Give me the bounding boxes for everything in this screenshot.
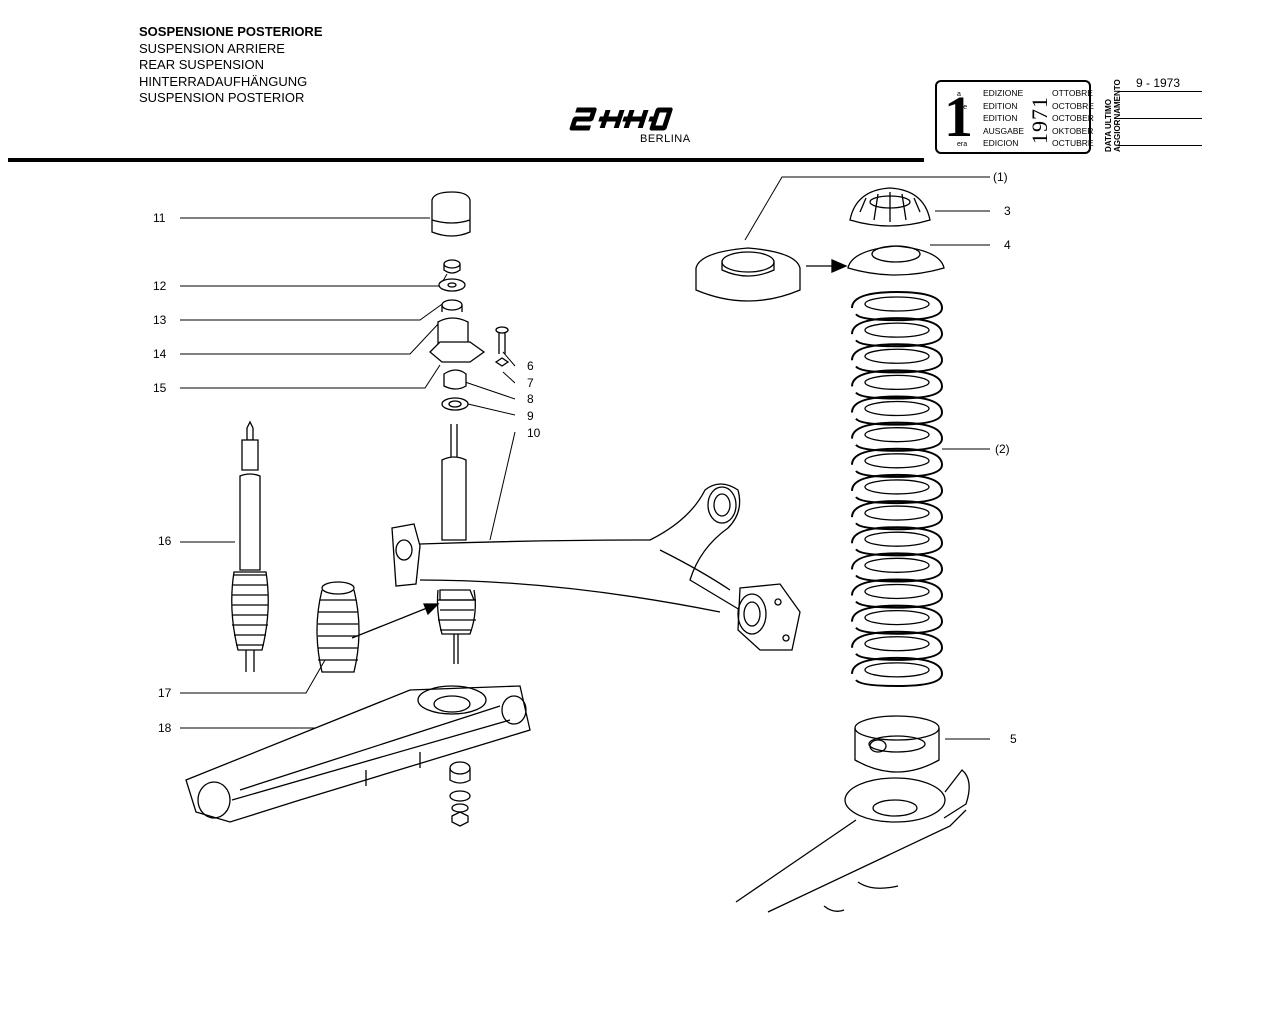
- callout-2: (2): [995, 442, 1010, 456]
- edition-label: EDICION: [983, 138, 1019, 148]
- callout-13: 13: [153, 313, 167, 327]
- part-11-cap: [431, 191, 471, 237]
- part-5-lower-insulator: [854, 715, 940, 773]
- edition-suffix: ere: [957, 104, 968, 111]
- title-block: SOSPENSIONE POSTERIORE SUSPENSION ARRIER…: [139, 24, 323, 107]
- edition-month: OCTUBRE: [1052, 138, 1094, 148]
- spring-coil-inner: [864, 557, 930, 573]
- assembly-arrow: [351, 605, 433, 639]
- edition-months: OTTOBRE OCTOBRE OCTOBER OKTOBER OCTUBRE: [1052, 87, 1094, 150]
- callout-10: 10: [527, 426, 541, 440]
- part-10-shock-absorber: [436, 424, 476, 664]
- spring-coil-inner: [864, 374, 930, 391]
- title-english: REAR SUSPENSION: [139, 57, 264, 72]
- part-4-upper-seat: [847, 245, 945, 276]
- part-13-washer: [438, 278, 466, 292]
- spring-coil-inner: [864, 505, 930, 521]
- part-1-spring-seat: [695, 247, 801, 302]
- edition-month: OKTOBER: [1052, 125, 1094, 136]
- spring-coil: [851, 656, 944, 688]
- edition-month: OCTOBRE: [1052, 100, 1094, 111]
- edition-label: EDIZIONE: [983, 88, 1024, 98]
- title-french: SUSPENSION ARRIERE: [139, 40, 285, 56]
- spring-coil-inner: [864, 662, 930, 678]
- update-date: 9 - 1973: [1136, 76, 1181, 90]
- spring-coil-inner: [864, 400, 930, 417]
- callout-14: 14: [153, 347, 167, 361]
- callout-6: 6: [527, 359, 534, 373]
- update-line: [1118, 118, 1202, 119]
- edition-number: 1: [944, 84, 973, 149]
- callout-18: 18: [158, 721, 172, 735]
- seat-arrowhead: [831, 259, 848, 273]
- update-line: [1118, 145, 1202, 146]
- callout-16: 16: [158, 534, 172, 548]
- spring-coil-inner: [864, 348, 930, 364]
- callout-1: (1): [993, 170, 1008, 184]
- edition-suffix: .: [957, 129, 959, 136]
- update-lines: [1118, 76, 1202, 172]
- callout-4: 4: [1004, 238, 1011, 252]
- edition-label: EDITION: [983, 100, 1018, 111]
- part-12-nut: [443, 259, 461, 274]
- title-spanish: SUSPENSION POSTERIOR: [139, 90, 305, 105]
- callout-17: 17: [158, 686, 172, 700]
- model-subtitle: BERLINA: [640, 133, 691, 145]
- edition-month: OCTOBER: [1052, 113, 1094, 123]
- callout-9: 9: [527, 409, 534, 423]
- spring-coil-inner: [864, 636, 930, 652]
- edition-month: OTTOBRE: [1052, 88, 1093, 98]
- spring-coil-inner: [864, 453, 930, 469]
- part-16-shock-absorber: [231, 420, 269, 672]
- assembly-arrowhead: [423, 603, 440, 616]
- crossmember-mount: [449, 761, 471, 827]
- edition-suffix: era: [957, 141, 968, 148]
- part-8-rubber: [443, 369, 467, 390]
- callout-12: 12: [153, 279, 167, 293]
- edition-label: EDITION: [983, 113, 1018, 123]
- part-15-plate: [429, 341, 486, 363]
- edition-box: 1 a ere st . era EDIZIONE EDITION EDITIO…: [935, 80, 1094, 154]
- edition-label: AUSGABE: [983, 125, 1025, 136]
- leader-lines: [180, 176, 990, 741]
- edition-labels: EDIZIONE EDITION EDITION AUSGABE EDICION: [983, 87, 1024, 150]
- spring-coil-inner: [864, 609, 930, 626]
- trailing-arm: [391, 483, 801, 651]
- part-6-bolt: [495, 326, 509, 354]
- callout-3: 3: [1004, 204, 1011, 218]
- spring-coil-inner: [864, 322, 930, 338]
- callout-11: 11: [153, 211, 166, 225]
- part-7-nut: [494, 357, 510, 367]
- header-rule: [8, 158, 924, 162]
- callout-8: 8: [527, 392, 534, 406]
- part-3-top-mount: [849, 187, 931, 227]
- edition-suffix: a: [957, 91, 961, 98]
- callout-15: 15: [153, 381, 167, 395]
- spring-coil-inner: [864, 479, 930, 495]
- lower-spring-seat: [735, 769, 970, 913]
- model-logo: 2000: [569, 107, 673, 131]
- part-9-ring: [441, 397, 469, 411]
- spring-coil-inner: [864, 427, 930, 443]
- title-german: HINTERRADAUFHÄNGUNG: [139, 73, 308, 89]
- spring-coil-inner: [864, 296, 930, 312]
- part-17-boot: [316, 581, 360, 673]
- edition-suffix: st: [957, 117, 963, 124]
- callout-5: 5: [1010, 732, 1017, 746]
- update-line: [1118, 91, 1202, 92]
- part-2-coil-spring: [851, 290, 944, 688]
- title-italian: SOSPENSIONE POSTERIORE: [139, 24, 323, 39]
- spring-coil-inner: [864, 531, 930, 547]
- spring-coil-inner: [864, 583, 930, 600]
- part-18-crossmember: [185, 685, 531, 823]
- callout-7: 7: [527, 376, 534, 390]
